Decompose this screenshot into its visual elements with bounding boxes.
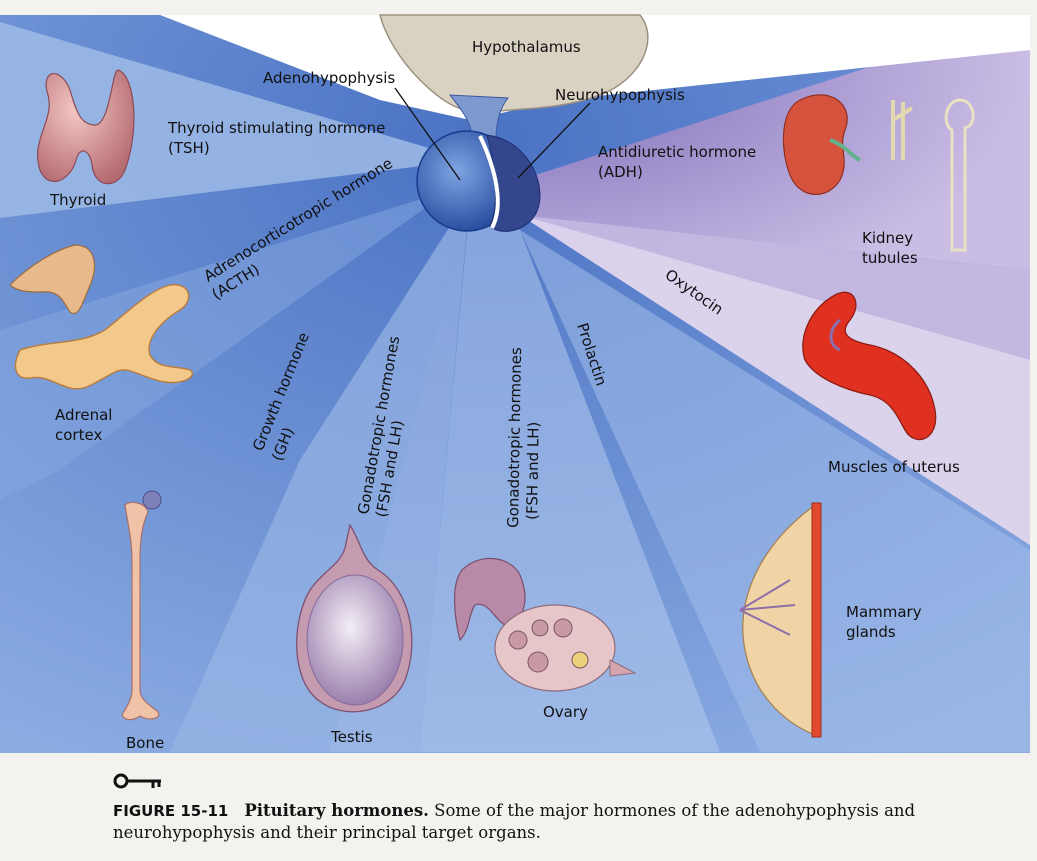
gonado-ovary-label-line2: (FSH and LH) [523,422,543,521]
bone-illustration [121,490,162,721]
ovary-illustration [453,557,637,692]
bone-label: Bone [126,734,164,752]
figure-caption-text: Some of the major hormones of the adenoh… [113,801,916,842]
adenohypophysis-label: Adenohypophysis [263,69,395,87]
adenohypophysis-leader [394,87,461,181]
uterus-label: Muscles of uterus [828,458,960,476]
adrenal-label-line1: Adrenal [55,406,112,424]
neurohypophysis-leader [517,102,591,179]
testis-illustration [296,523,413,713]
figure-number: FIGURE 15-11 [113,802,229,820]
neurohypophysis-label: Neurohypophysis [555,86,685,104]
adrenal-illustration [9,244,193,390]
ray-adh [520,15,1030,270]
ray-mammary [520,230,1030,752]
mammary-illustration [739,502,822,738]
ovary-label: Ovary [543,703,588,721]
testis-label: Testis [330,728,373,746]
hypothalamus-label: Hypothalamus [472,38,581,56]
uterus-illustration [802,291,937,441]
tsh-label-line1: Thyroid stimulating hormone [167,119,385,137]
figure-caption: FIGURE 15-11 Pituitary hormones. Some of … [113,800,1013,844]
thyroid-label: Thyroid [49,191,106,209]
adh-label-line1: Antidiuretic hormone [598,143,756,161]
tsh-label-line2: (TSH) [168,139,210,157]
ray-gh [170,195,470,752]
adrenal-label-line2: cortex [55,426,102,444]
ray-oxytocin-light [520,215,1030,545]
kidney-label-line1: Kidney [862,229,913,247]
kidney-label-line2: tubules [862,249,918,267]
figure-title: Pituitary hormones. [244,801,429,820]
kidney-illustration [782,94,975,252]
pituitary-divider [478,135,500,229]
gonado-ovary-label-line1: Gonadotropic hormones [504,347,525,528]
ray-acth [0,190,450,500]
adh-label-line2: (ADH) [598,163,643,181]
thyroid-illustration [37,69,135,185]
key-icon [113,773,161,789]
mammary-label-line1: Mammary [846,603,922,621]
mammary-label-line2: glands [846,623,896,641]
